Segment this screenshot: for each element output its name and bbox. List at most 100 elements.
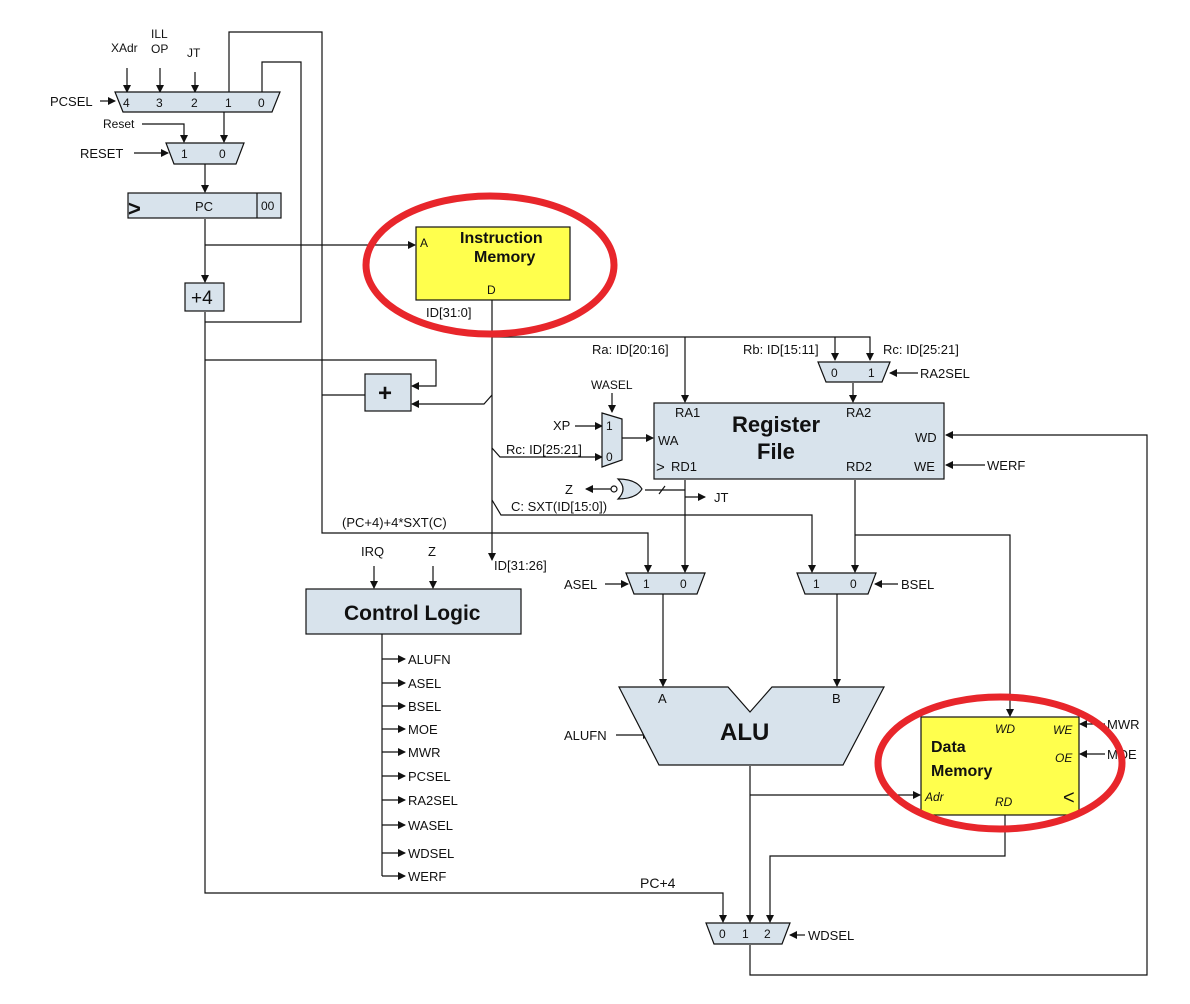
regfile-rd2: RD2	[846, 459, 872, 474]
ill-label: ILL	[151, 27, 168, 41]
dmem-port-wd: WD	[995, 722, 1015, 736]
branch-adder	[364, 373, 412, 412]
reset-input-label: Reset	[103, 117, 135, 131]
imem-highlight-ring	[362, 192, 618, 338]
wdsel-label: WDSEL	[808, 928, 854, 943]
imem-port-a: A	[420, 236, 428, 250]
pcsel-port-4: 4	[123, 96, 130, 110]
ctl-out-asel: ASEL	[408, 676, 441, 691]
alu-title: ALU	[720, 719, 769, 746]
rb-field-label: Rb: ID[15:11]	[743, 342, 819, 357]
imem-port-d: D	[487, 283, 496, 297]
data-memory	[920, 716, 1080, 816]
instruction-bus-label: ID[31:0]	[426, 305, 472, 320]
branch-adder-label: +	[378, 380, 392, 407]
pcsel-port-0: 0	[258, 96, 265, 110]
ctl-out-mwr: MWR	[408, 745, 441, 760]
pcsel-label: PCSEL	[50, 94, 93, 109]
jt-label: JT	[187, 46, 201, 60]
regfile-title-line2: File	[757, 439, 795, 464]
rc-field-label-wa: Rc: ID[25:21]	[506, 442, 582, 457]
rc-field-label-top: Rc: ID[25:21]	[883, 342, 959, 357]
wire-branch-feedback	[228, 31, 323, 395]
imem-title-line2: Memory	[474, 249, 535, 266]
regfile-title-line1: Register	[732, 412, 820, 437]
plus4-label: +4	[191, 288, 213, 309]
wdsel-mux	[705, 922, 791, 945]
opcode-field-label: ID[31:26]	[494, 558, 547, 573]
ra2sel-label: RA2SEL	[920, 366, 970, 381]
pc-label: PC	[195, 199, 213, 214]
ctl-out-werf: WERF	[408, 869, 446, 884]
control-z-label: Z	[428, 544, 436, 559]
register-file	[653, 402, 945, 480]
xp-label: XP	[553, 418, 570, 433]
asel-port-1: 1	[643, 577, 650, 591]
reset-port-0: 0	[219, 147, 226, 161]
regfile-wa: WA	[658, 433, 679, 448]
pcsel-mux	[114, 91, 281, 113]
ra-field-label: Ra: ID[20:16]	[592, 342, 669, 357]
ra2sel-mux	[817, 361, 891, 383]
ctl-out-pcsel: PCSEL	[408, 769, 451, 784]
regfile-rd1: RD1	[671, 459, 697, 474]
dmem-title-line1: Data	[931, 739, 966, 756]
alu-input-b: B	[832, 691, 841, 706]
pcsel-port-2: 2	[191, 96, 198, 110]
dmem-port-oe: OE	[1055, 751, 1073, 765]
wire-pc4-feedback	[205, 61, 302, 323]
jump-target-label: JT	[714, 490, 729, 505]
wdsel-port-1: 1	[742, 927, 749, 941]
ctl-out-wdsel: WDSEL	[408, 846, 454, 861]
bsel-label: BSEL	[901, 577, 934, 592]
zero-detect-inverter-bubble	[610, 485, 618, 493]
dmem-clock-symbol: <	[1063, 787, 1075, 809]
werf-label: WERF	[987, 458, 1025, 473]
ra2sel-port-0: 0	[831, 366, 838, 380]
pcsel-port-3: 3	[156, 96, 163, 110]
bsel-port-0: 0	[850, 577, 857, 591]
imem-title-line1: Instruction	[460, 230, 543, 247]
regfile-ra2: RA2	[846, 405, 871, 420]
wdsel-port-0: 0	[719, 927, 726, 941]
ctl-out-ra2sel: RA2SEL	[408, 793, 458, 808]
alu-input-a: A	[658, 691, 667, 706]
dmem-port-we: WE	[1053, 723, 1073, 737]
reset-mux	[165, 142, 245, 165]
pc-suffix: 00	[261, 199, 275, 213]
pcsel-port-1: 1	[225, 96, 232, 110]
zero-detect-z: Z	[565, 482, 573, 497]
wasel-mux	[601, 412, 623, 468]
wasel-port-1: 1	[606, 419, 613, 433]
control-title: Control Logic	[344, 602, 481, 625]
ctl-out-moe: MOE	[408, 722, 438, 737]
asel-port-0: 0	[680, 577, 687, 591]
c-field-label: C: SXT(ID[15:0])	[511, 499, 607, 514]
control-outputs: ALUFN ASEL BSEL MOE MWR PCSEL RA2SEL WAS…	[382, 652, 458, 884]
pc4-wire-label: PC+4	[640, 875, 676, 891]
plus4-adder	[184, 282, 225, 312]
dmem-title-line2: Memory	[931, 763, 992, 780]
op-label: OP	[151, 42, 168, 56]
ctl-out-wasel: WASEL	[408, 818, 453, 833]
ctl-out-bsel: BSEL	[408, 699, 441, 714]
asel-mux	[625, 572, 706, 595]
regfile-wd: WD	[915, 430, 937, 445]
alu	[618, 686, 885, 766]
alufn-label: ALUFN	[564, 728, 607, 743]
dmem-port-adr: Adr	[924, 790, 945, 804]
wires	[123, 31, 1148, 976]
dmem-port-rd: RD	[995, 795, 1013, 809]
branch-target-expr: (PC+4)+4*SXT(C)	[342, 515, 447, 530]
bsel-port-1: 1	[813, 577, 820, 591]
reset-mux-label: RESET	[80, 146, 123, 161]
ra2sel-port-1: 1	[868, 366, 875, 380]
control-logic	[305, 588, 522, 635]
regfile-ra1: RA1	[675, 405, 700, 420]
instruction-memory	[415, 226, 571, 301]
zero-detect-gate	[616, 478, 643, 500]
wasel-port-0: 0	[606, 450, 613, 464]
dmem-highlight-ring	[874, 693, 1126, 833]
ctl-out-alufn: ALUFN	[408, 652, 451, 667]
